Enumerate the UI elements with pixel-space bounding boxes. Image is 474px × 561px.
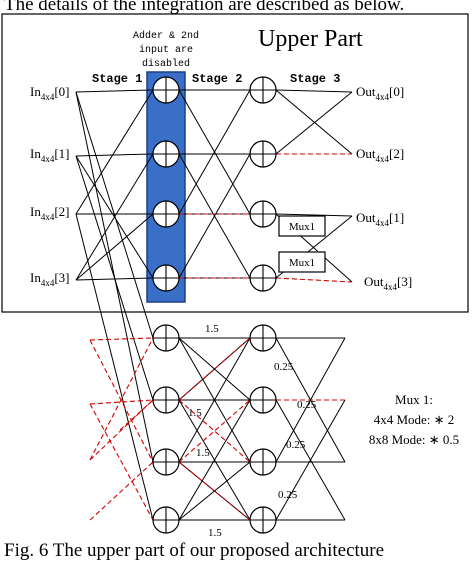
mux-note-4x4: 4x4 Mode: ∗ 2 — [374, 412, 455, 427]
wire-46 — [275, 89, 353, 93]
disabled-note-line-2: input are — [139, 44, 193, 56]
input-label-1: In4x4[1] — [30, 146, 70, 164]
stage-3-label: Stage 3 — [290, 72, 340, 86]
weight-label-7: 1.5 — [208, 527, 222, 539]
dashed-wire-12 — [89, 337, 154, 341]
mux-label-2: Mux1 — [289, 257, 315, 269]
dashed-wire-52 — [275, 277, 353, 283]
wire-39 — [178, 399, 251, 521]
adder-node-11 — [249, 264, 277, 292]
dashed-wire-14 — [89, 399, 154, 405]
adder-node-8 — [249, 76, 277, 104]
wire-47 — [275, 89, 353, 155]
wire-9 — [75, 213, 154, 521]
adder-node-2 — [152, 200, 180, 228]
weight-label-8: 0.25 — [278, 489, 298, 501]
upper-part-frame — [1, 13, 469, 313]
wire-36 — [178, 337, 251, 463]
mux-box-2 — [278, 251, 326, 273]
disabled-note-line-1: Adder & 2nd — [133, 30, 199, 42]
wire-33 — [178, 337, 251, 401]
dashed-wire-15 — [89, 403, 154, 521]
wire-0 — [75, 89, 154, 93]
input-label-0: In4x4[0] — [30, 84, 70, 102]
input-label-3: In4x4[3] — [30, 270, 70, 288]
adder-node-15 — [249, 506, 277, 534]
wire-26 — [178, 153, 251, 279]
dashed-wire-17 — [89, 399, 154, 461]
adder-node-12 — [249, 324, 277, 352]
adder-node-0 — [152, 76, 180, 104]
stage-1-label: Stage 1 — [92, 72, 142, 86]
adder-node-4 — [152, 324, 180, 352]
adder-node-9 — [249, 140, 277, 168]
adder-node-10 — [249, 200, 277, 228]
weight-label-1: 1.5 — [205, 323, 219, 335]
dashed-wire-18 — [89, 461, 154, 521]
wire-layer — [75, 89, 353, 521]
stage-2-label: Stage 2 — [192, 72, 242, 86]
mux-box-1 — [278, 215, 326, 237]
weight-label-6: 0.25 — [286, 439, 306, 451]
weight-label-2: 0.25 — [274, 361, 294, 373]
wire-11 — [75, 153, 154, 281]
weight-label-5: 1.5 — [196, 447, 210, 459]
adder-node-14 — [249, 448, 277, 476]
wire-58 — [275, 337, 346, 463]
output-label-1: Out4x4[2] — [356, 146, 404, 164]
wire-1 — [75, 153, 154, 157]
adder-node-7 — [152, 506, 180, 534]
disabled-adder-column — [146, 71, 186, 303]
adder-node-1 — [152, 140, 180, 168]
wire-10 — [75, 213, 154, 281]
header-text: The details of the integration are descr… — [4, 0, 404, 15]
output-label-3: Out4x4[3] — [364, 274, 412, 292]
adder-node-layer — [152, 76, 277, 534]
mux-label-1: Mux1 — [289, 221, 315, 233]
mux-note-8x8: 8x8 Mode: ∗ 0.5 — [369, 432, 459, 447]
dashed-wire-16 — [89, 337, 154, 461]
mux-note-title: Mux 1: — [395, 392, 433, 407]
wire-60 — [275, 399, 346, 521]
input-label-2: In4x4[2] — [30, 204, 70, 222]
upper-part-title: Upper Part — [258, 26, 363, 52]
adder-node-6 — [152, 448, 180, 476]
adder-node-5 — [152, 386, 180, 414]
wire-8 — [75, 89, 154, 215]
disabled-note-line-3: disabled — [142, 58, 190, 70]
wire-6 — [75, 155, 154, 401]
adder-node-3 — [152, 264, 180, 292]
weight-label-4: 0.25 — [297, 399, 317, 411]
wire-48 — [275, 91, 353, 155]
dashed-wire-45 — [178, 461, 251, 521]
wire-24 — [178, 89, 251, 215]
weight-label-3: 1.5 — [188, 407, 202, 419]
wire-50 — [275, 213, 353, 217]
adder-node-13 — [249, 386, 277, 414]
figure-caption: Fig. 6 The upper part of our proposed ar… — [4, 540, 384, 561]
dashed-wire-13 — [89, 339, 154, 463]
wire-4 — [75, 91, 154, 339]
output-label-2: Out4x4[1] — [356, 210, 404, 228]
output-label-0: Out4x4[0] — [356, 84, 404, 102]
wire-40 — [178, 461, 251, 521]
